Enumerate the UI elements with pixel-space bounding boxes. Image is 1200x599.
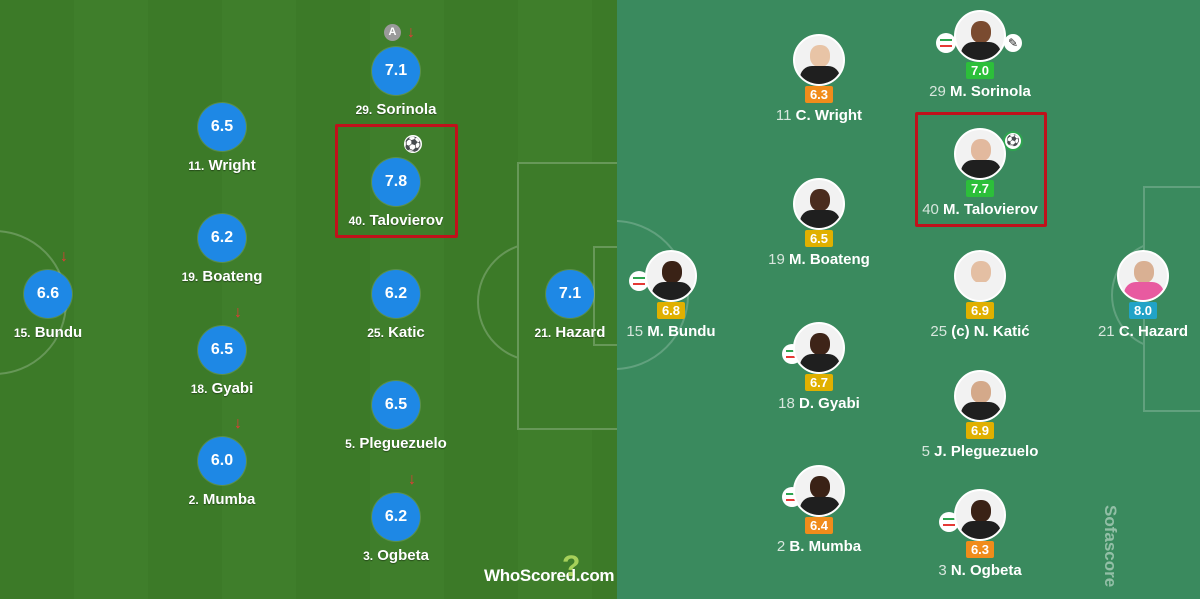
substitution-icon — [629, 271, 649, 291]
player-gyabi[interactable]: 6.5 18. Gyabi — [152, 326, 292, 397]
player-boateng[interactable]: 6.2 19. Boateng — [152, 214, 292, 285]
player-label: 2. Mumba — [188, 491, 256, 508]
highlight-box — [335, 124, 458, 238]
rating-badge: 6.7 — [805, 374, 833, 391]
player-photo — [954, 489, 1006, 541]
player-label: 19. Boateng — [181, 268, 263, 285]
player-d-gyabi[interactable]: 6.7 18 D. Gyabi — [739, 322, 899, 412]
player-label: 3. Ogbeta — [363, 547, 429, 564]
player-m-sorinola[interactable]: 7.0 29 M. Sorinola — [900, 10, 1060, 100]
player-label: 25 (c) N. Katić — [930, 323, 1030, 340]
player-label: 21 C. Hazard — [1097, 323, 1189, 340]
goal-icon: ⚽ — [1003, 131, 1023, 151]
player-label: 15 M. Bundu — [626, 323, 716, 340]
player-hazard[interactable]: 7.1 21. Hazard — [500, 270, 617, 341]
player-photo — [793, 178, 845, 230]
player-mumba[interactable]: 6.0 2. Mumba — [152, 437, 292, 508]
player-label: 40 M. Talovierov — [922, 201, 1038, 218]
rating-badge: 6.9 — [966, 422, 994, 439]
rating-badge: 6.3 — [966, 541, 994, 558]
player-label: 5 J. Pleguezuelo — [921, 443, 1039, 460]
rating-badge: 6.5 — [372, 381, 420, 429]
player-sorinola[interactable]: 7.1 29. Sorinola — [326, 47, 466, 118]
player-photo — [645, 250, 697, 302]
sofascore-logo: Sofascore — [1101, 505, 1120, 588]
rating-badge: 6.2 — [198, 214, 246, 262]
player-label: 29. Sorinola — [355, 101, 437, 118]
player-c-wright[interactable]: 6.3 11 C. Wright — [739, 34, 899, 124]
player-photo — [1117, 250, 1169, 302]
player-label: 11. Wright — [188, 157, 256, 174]
player-photo — [954, 10, 1006, 62]
rating-badge: 8.0 — [1129, 302, 1157, 319]
player-photo — [793, 322, 845, 374]
player-label: 3 N. Ogbeta — [938, 562, 1022, 579]
player-m-talovierov[interactable]: 7.7 40 M. Talovierov — [900, 128, 1060, 218]
goal-box — [593, 246, 617, 346]
card-icon: ✎ — [1004, 34, 1022, 52]
whoscored-question-icon: ? — [562, 550, 581, 583]
rating-badge: 7.7 — [966, 180, 994, 197]
highlight-box — [915, 112, 1047, 227]
player-m-bundu[interactable]: 6.8 15 M. Bundu — [617, 250, 751, 340]
player-label: 29 M. Sorinola — [929, 83, 1031, 100]
player-label: 40. Talovierov — [348, 212, 444, 229]
rating-badge: 7.0 — [966, 62, 994, 79]
sub-off-arrow-icon: ↓ — [234, 304, 242, 321]
player-label: 11 C. Wright — [775, 107, 863, 124]
player-photo — [793, 34, 845, 86]
player-photo — [793, 465, 845, 517]
player-photo — [954, 250, 1006, 302]
rating-badge: 6.9 — [966, 302, 994, 319]
player-j-pleguezuelo[interactable]: 6.9 5 J. Pleguezuelo — [900, 370, 1060, 460]
player-label: 18. Gyabi — [190, 380, 254, 397]
player-ogbeta[interactable]: 6.2 3. Ogbeta — [326, 493, 466, 564]
player-photo — [954, 128, 1006, 180]
rating-badge: 6.0 — [198, 437, 246, 485]
player-m-boateng[interactable]: 6.5 19 M. Boateng — [739, 178, 899, 268]
substitution-icon — [936, 33, 956, 53]
player-bundu[interactable]: 6.6 15. Bundu — [0, 270, 118, 341]
player-n-katic[interactable]: 6.9 25 (c) N. Katić — [900, 250, 1060, 340]
whoscored-lineup-panel: 6.6 15. Bundu ↓ 6.5 11. Wright 6.2 19. B… — [0, 0, 617, 599]
player-label: 25. Katic — [367, 324, 425, 341]
player-label: 18 D. Gyabi — [778, 395, 860, 412]
rating-badge: 6.3 — [805, 86, 833, 103]
rating-badge: 6.2 — [372, 493, 420, 541]
rating-badge: 6.5 — [805, 230, 833, 247]
sub-off-arrow-icon: ↓ — [234, 415, 242, 432]
player-photo — [954, 370, 1006, 422]
sub-off-arrow-icon: ↓ — [60, 248, 68, 265]
rating-badge: 7.1 — [372, 47, 420, 95]
player-b-mumba[interactable]: 6.4 2 B. Mumba — [739, 465, 899, 555]
rating-badge: 6.5 — [198, 326, 246, 374]
player-label: 5. Pleguezuelo — [345, 435, 447, 452]
player-label: 2 B. Mumba — [776, 538, 862, 555]
rating-badge: 6.4 — [805, 517, 833, 534]
rating-badge: 7.1 — [546, 270, 594, 318]
player-pleguezuelo[interactable]: 6.5 5. Pleguezuelo — [326, 381, 466, 452]
rating-badge: 6.2 — [372, 270, 420, 318]
player-wright[interactable]: 6.5 11. Wright — [152, 103, 292, 174]
rating-badge: 7.8 — [372, 158, 420, 206]
rating-badge: 6.5 — [198, 103, 246, 151]
sofascore-lineup-panel: 6.3 11 C. Wright 6.5 19 M. Boateng 6.7 1… — [617, 0, 1200, 599]
rating-badge: 6.8 — [657, 302, 685, 319]
captain-badge-icon: A — [384, 24, 401, 41]
player-label: 19 M. Boateng — [768, 251, 870, 268]
player-label: 21. Hazard — [534, 324, 606, 341]
player-label: 15. Bundu — [13, 324, 83, 341]
sub-off-arrow-icon: ↓ — [407, 24, 415, 41]
player-c-hazard[interactable]: 8.0 21 C. Hazard — [1063, 250, 1200, 340]
sub-off-arrow-icon: ↓ — [408, 471, 416, 488]
whoscored-logo: ? WhoScored.com — [484, 550, 615, 585]
player-katic[interactable]: 6.2 25. Katic — [326, 270, 466, 341]
player-n-ogbeta[interactable]: 6.3 3 N. Ogbeta — [900, 489, 1060, 579]
player-talovierov[interactable]: 7.8 40. Talovierov — [326, 158, 466, 229]
goal-ball-icon: ⚽ — [404, 135, 422, 153]
rating-badge: 6.6 — [24, 270, 72, 318]
